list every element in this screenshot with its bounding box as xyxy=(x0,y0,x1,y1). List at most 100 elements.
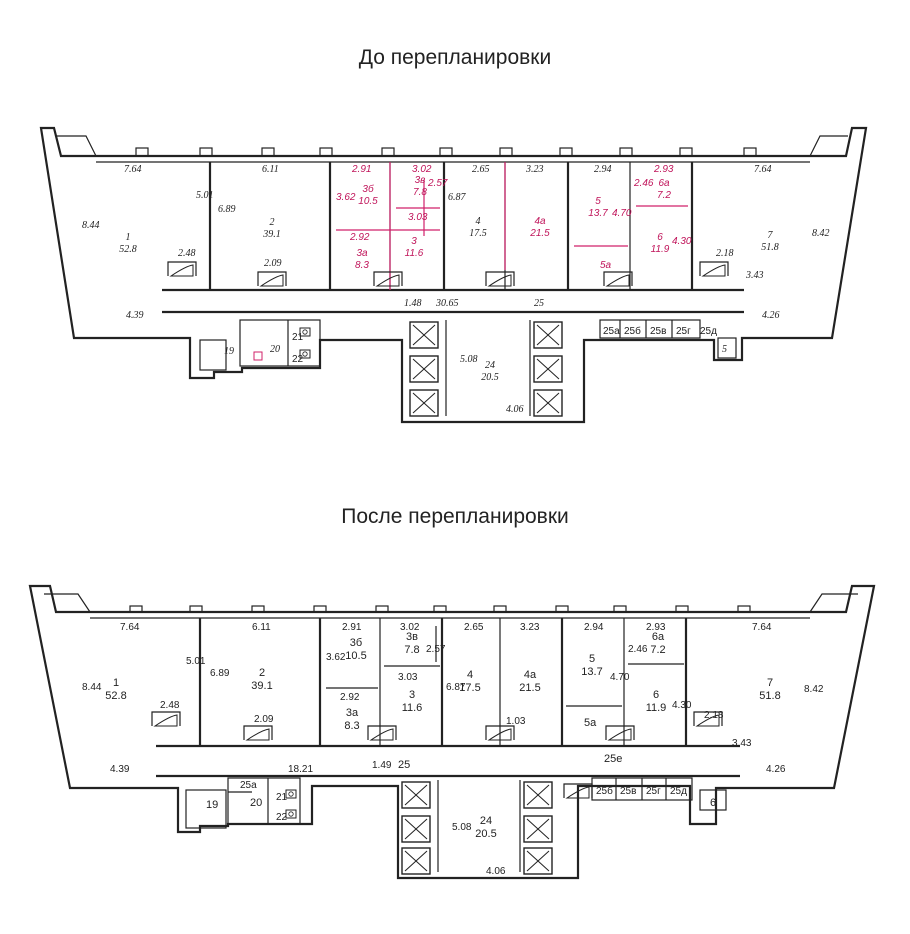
after-dim-3-03: 3.03 xyxy=(398,672,418,683)
before-room-2-area: 39.1 xyxy=(262,229,281,240)
before-dim-4-06: 4.06 xyxy=(506,404,524,415)
after-dim-1-49: 1.49 xyxy=(372,760,392,771)
after-room-6-area: 11.9 xyxy=(646,702,667,714)
before-label-5a: 5а xyxy=(600,260,612,271)
before-label-20: 20 xyxy=(270,344,280,355)
after-dim-5-01: 5.01 xyxy=(186,656,206,667)
after-dim-2-46: 2.46 xyxy=(628,644,648,655)
after-dim-2-92: 2.92 xyxy=(340,692,360,703)
after-room-2-area: 39.1 xyxy=(251,680,272,692)
after-room-3b-area: 10.5 xyxy=(345,650,366,662)
before-room-5-area: 13.7 xyxy=(588,208,608,219)
before-dim-6-11: 6.11 xyxy=(262,164,279,175)
after-dim-8-42: 8.42 xyxy=(804,684,824,695)
after-dim-6-11: 6.11 xyxy=(252,622,271,633)
after-dim-3-62: 3.62 xyxy=(326,652,346,663)
before-dim-3-03: 3.03 xyxy=(408,212,428,223)
after-room-6-id: 6 xyxy=(653,689,659,701)
after-label-19: 19 xyxy=(206,799,218,811)
before-dim-3-62: 3.62 xyxy=(336,192,356,203)
before-dim-5-08: 5.08 xyxy=(460,354,478,365)
after-dim-2-93: 2.93 xyxy=(646,622,666,633)
before-dim-2-92: 2.92 xyxy=(349,232,370,243)
before-dim-3-02: 3.02 xyxy=(412,164,432,175)
after-dim-3-02: 3.02 xyxy=(400,622,420,633)
after-room-7-area: 51.8 xyxy=(759,690,780,702)
after-label-25b: 25б xyxy=(596,785,613,797)
after-room-1-area: 52.8 xyxy=(105,690,126,702)
after-dim-4-26: 4.26 xyxy=(766,764,786,775)
before-room-3a-id: 3а xyxy=(356,248,368,259)
after-room-3b-id: 3б xyxy=(350,637,362,649)
before-dim-30-65: 30.65 xyxy=(435,298,459,309)
before-room-4a-area: 21.5 xyxy=(529,228,550,239)
before-dim-4-30: 4.30 xyxy=(672,236,692,247)
before-dim-3-23: 3.23 xyxy=(525,164,544,175)
before-dim-8-44: 8.44 xyxy=(82,220,100,231)
after-label-22: 22 xyxy=(276,812,288,823)
after-room-24-area: 20.5 xyxy=(475,828,496,840)
before-room-3v-id: 3в xyxy=(415,175,426,186)
before-dim-2-65: 2.65 xyxy=(472,164,490,175)
after-label-25d: 25д xyxy=(670,786,687,797)
before-dim-6-89: 6.89 xyxy=(218,204,236,215)
before-label-25v: 25в xyxy=(650,326,666,337)
before-label-25b: 25б xyxy=(624,325,641,337)
before-room-6a-area: 7.2 xyxy=(657,190,671,201)
before-room-1-area: 52.8 xyxy=(119,244,137,255)
after-label-25e: 25е xyxy=(604,753,622,765)
before-dim-1-48: 1.48 xyxy=(404,298,422,309)
before-dim-2-09: 2.09 xyxy=(264,258,282,269)
before-dim-8-42: 8.42 xyxy=(812,228,830,239)
before-room-7-area: 51.8 xyxy=(761,242,779,253)
before-dim-6-87: 6.87 xyxy=(448,192,467,203)
after-dim-2-48: 2.48 xyxy=(160,700,180,711)
before-room-3a-area: 8.3 xyxy=(355,260,369,271)
before-dim-2-57: 2.57 xyxy=(427,178,448,189)
after-room-2-id: 2 xyxy=(259,667,265,679)
before-room-2-id: 2 xyxy=(270,217,275,228)
after-dim-4-06: 4.06 xyxy=(486,866,506,877)
before-dim-7-64-r: 7.64 xyxy=(754,164,772,175)
after-dim-2-57: 2.57 xyxy=(426,644,446,655)
before-dim-7-64: 7.64 xyxy=(124,164,142,175)
before-room-24-area: 20.5 xyxy=(481,372,499,383)
after-dim-7-64-r: 7.64 xyxy=(752,622,772,633)
after-room-3a-area: 8.3 xyxy=(344,720,359,732)
after-room-7-id: 7 xyxy=(767,677,773,689)
after-room-4-id: 4 xyxy=(467,669,473,681)
after-label-20: 20 xyxy=(250,797,262,809)
after-dim-2-65: 2.65 xyxy=(464,622,484,633)
after-room-3-id: 3 xyxy=(409,689,415,701)
before-dim-25: 25 xyxy=(534,298,544,309)
after-dim-6-89: 6.89 xyxy=(210,668,230,679)
after-room-3v-area: 7.8 xyxy=(404,644,419,656)
before-room-3-id: 3 xyxy=(411,236,417,247)
after-label-5a: 5а xyxy=(584,717,597,729)
after-dim-5-08: 5.08 xyxy=(452,822,472,833)
before-dim-4-70: 4.70 xyxy=(612,208,632,219)
after-dim-8-44: 8.44 xyxy=(82,682,102,693)
title-after-replanning: После перепланировки xyxy=(341,505,569,528)
after-dim-2-09: 2.09 xyxy=(254,714,274,725)
before-label-5: 5 xyxy=(722,344,727,355)
before-room-6-id: 6 xyxy=(657,232,663,243)
before-label-19: 19 xyxy=(224,346,234,357)
before-label-22: 22 xyxy=(292,354,304,365)
after-dim-3-23: 3.23 xyxy=(520,622,540,633)
before-room-6a-id: 6а xyxy=(658,178,670,189)
after-room-3-area: 11.6 xyxy=(402,702,423,714)
after-dim-1-03: 1.03 xyxy=(506,716,526,727)
after-room-24-id: 24 xyxy=(480,815,492,827)
after-dim-4-70: 4.70 xyxy=(610,672,630,683)
after-label-25v: 25в xyxy=(620,786,636,797)
before-room-3-area: 11.6 xyxy=(405,248,424,259)
before-room-24-id: 24 xyxy=(485,360,495,371)
after-room-4a-id: 4а xyxy=(524,669,537,681)
before-label-25g: 25г xyxy=(676,326,691,337)
before-dim-5-01: 5.01 xyxy=(196,190,214,201)
before-room-3b-area: 10.5 xyxy=(358,196,378,207)
before-room-1-id: 1 xyxy=(126,232,131,243)
after-label-21: 21 xyxy=(276,792,288,803)
